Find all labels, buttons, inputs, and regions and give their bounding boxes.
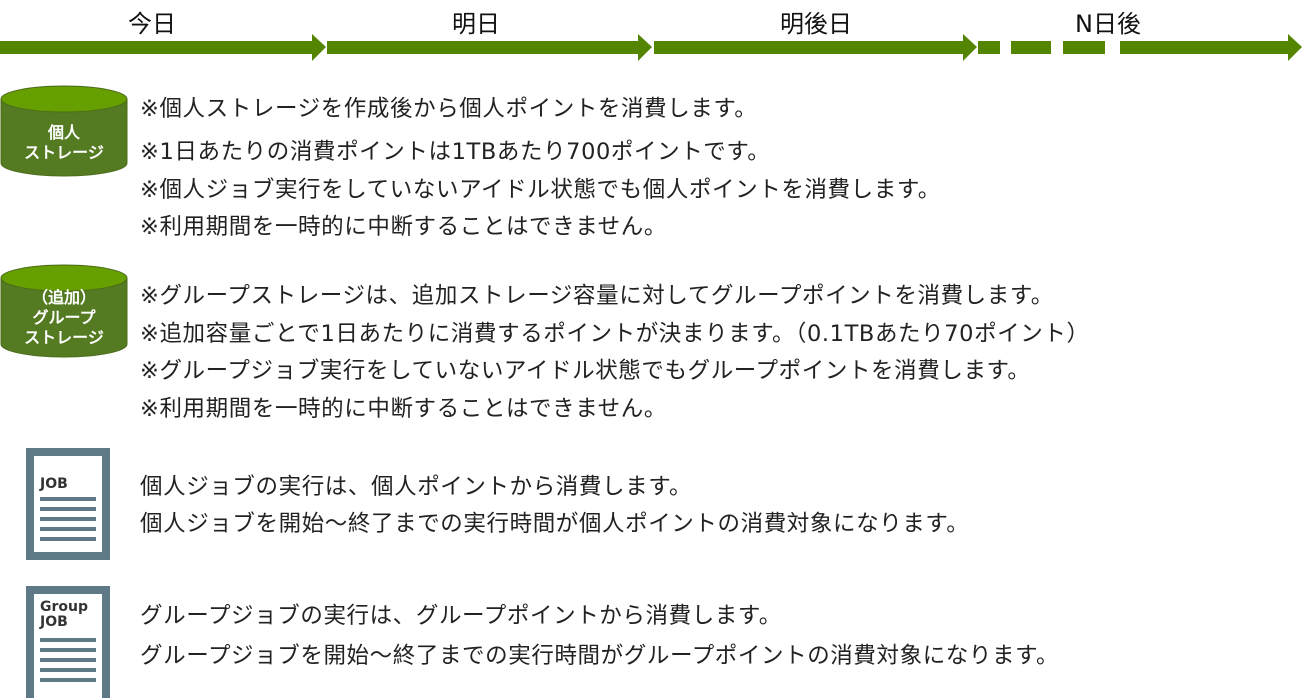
note-line: 個人ジョブの実行は、個人ポイントから消費します。 xyxy=(140,474,693,500)
note-line: 個人ジョブを開始～終了までの実行時間が個人ポイントの消費対象になります。 xyxy=(140,511,970,537)
group-job-doc-label: Group JOB xyxy=(40,600,88,630)
timeline-arrows xyxy=(0,34,1302,61)
cylinder-icon xyxy=(0,264,128,358)
icon-label-line: グループ xyxy=(32,308,96,327)
document-icon xyxy=(26,586,110,698)
cylinder-icon xyxy=(0,85,128,177)
arrow-today xyxy=(0,34,326,61)
job-doc-label: JOB xyxy=(40,477,68,492)
document-icon xyxy=(26,448,110,560)
icon-label-line: ストレージ xyxy=(24,143,104,162)
dash-1 xyxy=(978,41,1000,54)
note-line: ※利用期間を一時的に中断することはできません。 xyxy=(140,214,667,240)
timeline-label-day-after: 明後日 xyxy=(780,10,852,38)
group-storage-label: （追加） グループ ストレージ xyxy=(0,288,128,348)
personal-storage-label: 個人 ストレージ xyxy=(0,123,128,163)
note-line: ※グループジョブ実行をしていないアイドル状態でもグループポイントを消費します。 xyxy=(140,358,1031,384)
note-line: グループジョブの実行は、グループポイントから消費します。 xyxy=(140,603,782,629)
icon-label-line: ストレージ xyxy=(24,328,104,347)
note-line: ※個人ストレージを作成後から個人ポイントを消費します。 xyxy=(140,96,758,122)
dash-2 xyxy=(1011,41,1051,54)
arrow-n-days xyxy=(1120,34,1302,61)
note-line: ※個人ジョブ実行をしていないアイドル状態でも個人ポイントを消費します。 xyxy=(140,177,941,203)
note-line: ※グループストレージは、追加ストレージ容量に対してグループポイントを消費します。 xyxy=(140,283,1054,309)
note-line: ※利用期間を一時的に中断することはできません。 xyxy=(140,396,667,422)
timeline-label-tomorrow: 明日 xyxy=(452,10,500,38)
icon-label-line: Group xyxy=(40,599,89,615)
icon-label-line: JOB xyxy=(40,614,68,630)
icon-label-line: （追加） xyxy=(31,288,96,307)
note-line: グループジョブを開始～終了までの実行時間がグループポイントの消費対象になります。 xyxy=(140,643,1060,669)
arrow-day-after xyxy=(654,34,977,61)
icon-label-line: 個人 xyxy=(47,123,80,142)
dash-3 xyxy=(1063,41,1105,54)
arrow-tomorrow xyxy=(327,34,652,61)
timeline-label-today: 今日 xyxy=(128,10,176,38)
timeline-label-n-days: N日後 xyxy=(1075,10,1141,38)
icon-label-line: JOB xyxy=(40,476,68,492)
note-line: ※1日あたりの消費ポイントは1TBあたり700ポイントです。 xyxy=(140,139,771,165)
note-line: ※追加容量ごとで1日あたりに消費するポイントが決まります。（0.1TBあたり70… xyxy=(140,321,1090,347)
